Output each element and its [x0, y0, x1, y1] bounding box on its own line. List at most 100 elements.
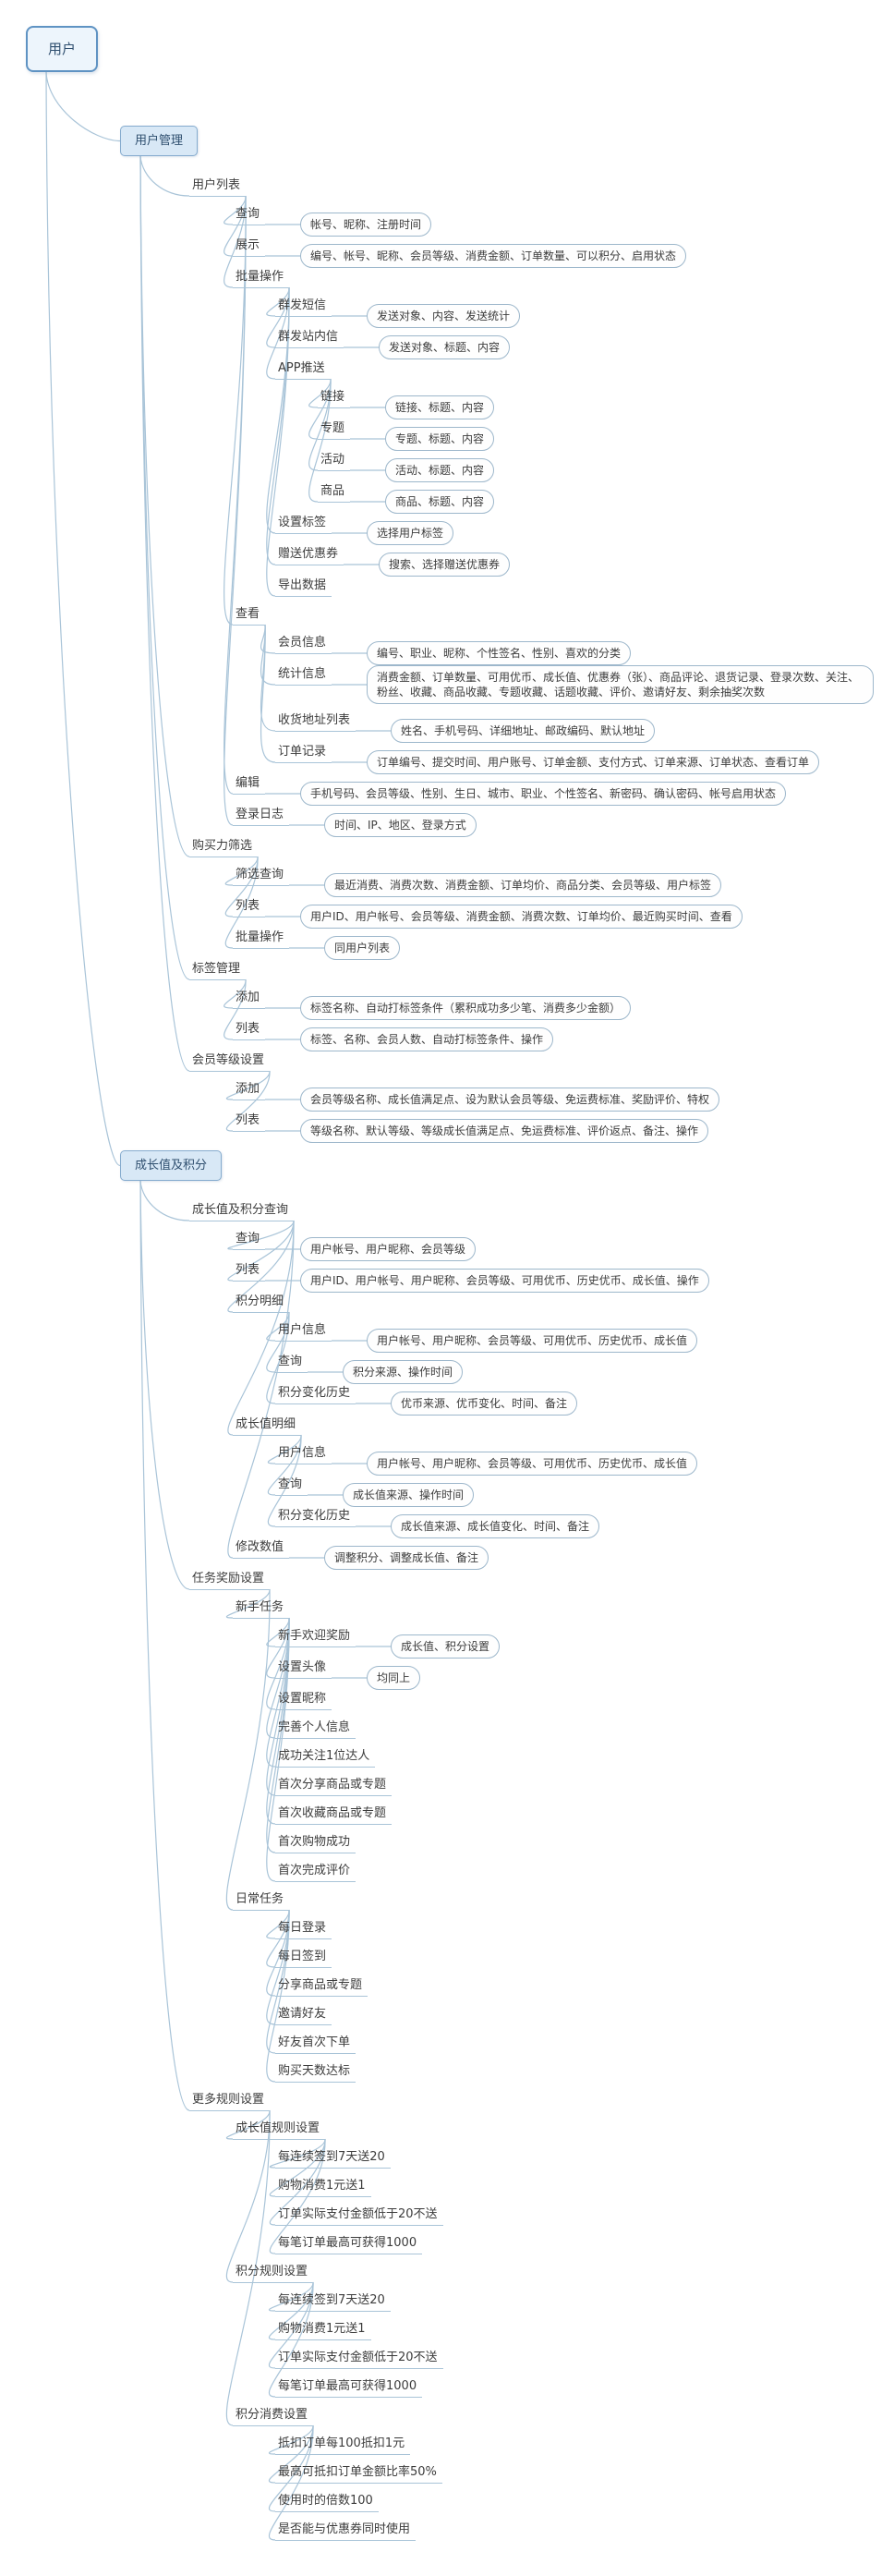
- tree-node[interactable]: 成长值及积分查询: [189, 1201, 295, 1221]
- tree-node[interactable]: 查看: [233, 605, 266, 626]
- tree-node[interactable]: 商品: [318, 482, 351, 503]
- tree-node[interactable]: 统计信息: [275, 665, 332, 686]
- tree-node[interactable]: 添加: [233, 989, 266, 1009]
- tree-node[interactable]: 用户信息: [275, 1321, 332, 1342]
- tree-node[interactable]: 是否能与优惠券同时使用: [275, 2521, 417, 2541]
- tree-node[interactable]: 列表: [233, 1112, 266, 1132]
- tree-node[interactable]: 活动: [318, 451, 351, 471]
- tree-node[interactable]: 积分变化历史: [275, 1507, 356, 1527]
- tree-node[interactable]: 首次购物成功: [275, 1833, 356, 1853]
- tree-node[interactable]: 查询: [233, 1230, 266, 1250]
- detail-box: 成长值来源、操作时间: [343, 1483, 475, 1507]
- tree-node[interactable]: 群发站内信: [275, 328, 344, 348]
- detail-box: 姓名、手机号码、详细地址、邮政编码、默认地址: [391, 719, 656, 743]
- detail-box: 用户ID、用户帐号、会员等级、消费金额、消费次数、订单均价、最近购买时间、查看: [300, 905, 743, 929]
- tree-node[interactable]: 成长值规则设置: [233, 2120, 326, 2140]
- tree-node[interactable]: 积分消费设置: [233, 2406, 314, 2426]
- tree-node[interactable]: 列表: [233, 1261, 266, 1282]
- tree-node[interactable]: 批量操作: [233, 268, 290, 288]
- tree-node[interactable]: 每笔订单最高可获得1000: [275, 2234, 423, 2254]
- tree-node[interactable]: 订单实际支付金额低于20不送: [275, 2205, 443, 2226]
- tree-node[interactable]: 使用时的倍数100: [275, 2492, 379, 2512]
- tree-node[interactable]: 分享商品或专题: [275, 1976, 368, 1997]
- tree-node[interactable]: 任务奖励设置: [189, 1570, 271, 1590]
- tree-node[interactable]: 首次完成评价: [275, 1862, 356, 1882]
- tree-node[interactable]: 列表: [233, 897, 266, 917]
- branch-topic[interactable]: 用户管理: [120, 126, 199, 156]
- tree-node[interactable]: 用户列表: [189, 176, 247, 197]
- tree-node[interactable]: 成功关注1位达人: [275, 1747, 376, 1768]
- tree-node[interactable]: 积分变化历史: [275, 1384, 356, 1404]
- detail-box: 编号、职业、昵称、个性签名、性别、喜欢的分类: [367, 641, 632, 665]
- tree-node[interactable]: 编辑: [233, 774, 266, 795]
- tree-node[interactable]: 查询: [275, 1353, 308, 1373]
- detail-box: 帐号、昵称、注册时间: [300, 213, 432, 237]
- detail-box: 标签、名称、会员人数、自动打标签条件、操作: [300, 1027, 554, 1051]
- detail-box: 等级名称、默认等级、等级成长值满足点、免运费标准、评价返点、备注、操作: [300, 1119, 709, 1143]
- detail-box: 时间、IP、地区、登录方式: [324, 813, 477, 837]
- tree-node[interactable]: 每日登录: [275, 1919, 332, 1939]
- tree-node[interactable]: 群发短信: [275, 297, 332, 317]
- tree-node[interactable]: 新手任务: [233, 1598, 290, 1619]
- tree-node[interactable]: 每连续签到7天送20: [275, 2291, 391, 2312]
- detail-box: 发送对象、标题、内容: [379, 335, 511, 359]
- tree-node[interactable]: 每笔订单最高可获得1000: [275, 2377, 423, 2398]
- tree-node[interactable]: 购买力筛选: [189, 837, 259, 857]
- mindmap-root[interactable]: 用户: [26, 26, 99, 72]
- detail-box: 成长值、积分设置: [391, 1634, 501, 1659]
- tree-node[interactable]: 抵扣订单每100抵扣1元: [275, 2435, 411, 2455]
- tree-node[interactable]: 购物消费1元送1: [275, 2320, 371, 2340]
- tree-node[interactable]: 查询: [275, 1476, 308, 1496]
- tree-node[interactable]: 积分明细: [233, 1293, 290, 1313]
- detail-box: 用户帐号、用户昵称、会员等级、可用优币、历史优币、成长值: [367, 1452, 698, 1476]
- tree-node[interactable]: 登录日志: [233, 806, 290, 826]
- tree-node[interactable]: 批量操作: [233, 929, 290, 949]
- tree-node[interactable]: 订单记录: [275, 743, 332, 763]
- tree-node[interactable]: 筛选查询: [233, 866, 290, 886]
- tree-node[interactable]: 邀请好友: [275, 2005, 332, 2025]
- detail-box: 选择用户标签: [367, 521, 454, 545]
- tree-node[interactable]: 会员信息: [275, 634, 332, 654]
- tree-node[interactable]: 设置头像: [275, 1659, 332, 1679]
- tree-node[interactable]: 链接: [318, 388, 351, 408]
- detail-box: 用户帐号、用户昵称、会员等级、可用优币、历史优币、成长值: [367, 1329, 698, 1353]
- tree-node[interactable]: 日常任务: [233, 1890, 290, 1911]
- tree-node[interactable]: 首次收藏商品或专题: [275, 1804, 393, 1825]
- detail-box: 用户帐号、用户昵称、会员等级: [300, 1237, 477, 1261]
- detail-box: 积分来源、操作时间: [343, 1360, 464, 1384]
- tree-node[interactable]: 购物消费1元送1: [275, 2177, 371, 2197]
- tree-node[interactable]: 每日签到: [275, 1948, 332, 1968]
- tree-node[interactable]: 展示: [233, 237, 266, 257]
- tree-node[interactable]: 新手欢迎奖励: [275, 1627, 356, 1647]
- tree-node[interactable]: 完善个人信息: [275, 1719, 356, 1739]
- tree-node[interactable]: 用户信息: [275, 1444, 332, 1464]
- tree-node[interactable]: 收货地址列表: [275, 711, 356, 732]
- tree-node[interactable]: 会员等级设置: [189, 1051, 271, 1072]
- tree-node[interactable]: 购买天数达标: [275, 2062, 356, 2083]
- tree-node[interactable]: 查询: [233, 205, 266, 225]
- tree-node[interactable]: 更多规则设置: [189, 2091, 271, 2111]
- branch-topic[interactable]: 成长值及积分: [120, 1150, 223, 1181]
- tree-node[interactable]: 修改数值: [233, 1538, 290, 1559]
- tree-node[interactable]: 每连续签到7天送20: [275, 2148, 391, 2169]
- tree-node[interactable]: 最高可抵扣订单金额比率50%: [275, 2463, 442, 2484]
- detail-box: 调整积分、调整成长值、备注: [324, 1546, 489, 1570]
- tree-node[interactable]: 首次分享商品或专题: [275, 1776, 393, 1796]
- tree-node[interactable]: 积分规则设置: [233, 2263, 314, 2283]
- tree-node[interactable]: 成长值明细: [233, 1416, 302, 1436]
- tree-node[interactable]: 赠送优惠券: [275, 545, 344, 565]
- detail-box: 用户ID、用户帐号、用户昵称、会员等级、可用优币、历史优币、成长值、操作: [300, 1269, 709, 1293]
- tree-node[interactable]: 添加: [233, 1080, 266, 1100]
- tree-node[interactable]: 订单实际支付金额低于20不送: [275, 2349, 443, 2369]
- tree-node[interactable]: 列表: [233, 1020, 266, 1040]
- tree-node[interactable]: APP推送: [275, 359, 331, 380]
- tree-node[interactable]: 标签管理: [189, 960, 247, 980]
- tree-node[interactable]: 专题: [318, 419, 351, 440]
- detail-box: 发送对象、内容、发送统计: [367, 304, 521, 328]
- tree-node[interactable]: 设置昵称: [275, 1690, 332, 1710]
- tree-node[interactable]: 设置标签: [275, 514, 332, 534]
- detail-box: 消费金额、订单数量、可用优币、成长值、优惠券（张）、商品评论、退货记录、登录次数…: [367, 665, 874, 704]
- tree-node[interactable]: 好友首次下单: [275, 2034, 356, 2054]
- tree-node[interactable]: 导出数据: [275, 577, 332, 597]
